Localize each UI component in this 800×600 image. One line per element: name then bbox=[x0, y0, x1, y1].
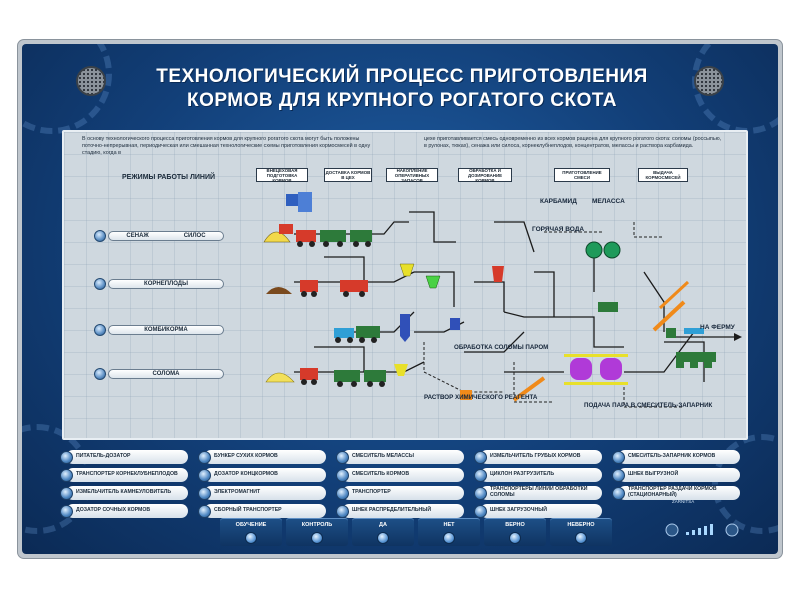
legend-feed-mixer[interactable]: СМЕСИТЕЛЬ КОРМОВ bbox=[336, 468, 464, 482]
yes-button[interactable]: ДА bbox=[352, 518, 414, 546]
mode-silage[interactable]: СЕНАЖ СИЛОС bbox=[94, 230, 224, 242]
mode-label: КОМБИКОРМА bbox=[144, 327, 188, 333]
button-led-icon bbox=[311, 532, 323, 544]
legend-loading-auger[interactable]: ШНЕК ЗАГРУЗОЧНЫЙ bbox=[474, 504, 602, 518]
button-led-icon bbox=[575, 532, 587, 544]
label-molasses: МЕЛАССА bbox=[592, 198, 625, 205]
legend-indicator-icon[interactable] bbox=[474, 468, 487, 482]
legend-indicator-icon[interactable] bbox=[198, 468, 211, 482]
label-straw-steam: ОБРАБОТКА СОЛОМЫ ПАРОМ bbox=[454, 344, 549, 351]
legend-indicator-icon[interactable] bbox=[198, 450, 211, 464]
volume-control[interactable] bbox=[662, 520, 742, 540]
legend-collecting-conveyor[interactable]: СБОРНЫЙ ТРАНСПОРТЕР bbox=[198, 504, 326, 518]
stage-processing: ОБРАБОТКА И ДОЗИРОВАНИЕ КОРМОВ bbox=[458, 168, 512, 183]
legend-concentrate-dispenser[interactable]: ДОЗАТОР КОНЦКОРМОВ bbox=[198, 468, 326, 482]
legend-indicator-icon[interactable] bbox=[612, 486, 625, 500]
correct-button[interactable]: ВЕРНО bbox=[484, 518, 546, 546]
process-diagram-panel: В основу технологического процесса приго… bbox=[62, 130, 748, 440]
mode-compound-feed[interactable]: КОМБИКОРМА bbox=[94, 324, 224, 336]
mode-label: СИЛОС bbox=[183, 233, 206, 239]
legend-cyclone-unloader[interactable]: ЦИКЛОН РАЗГРУЗИТЕЛЬ bbox=[474, 468, 602, 482]
control-button[interactable]: КОНТРОЛЬ bbox=[286, 518, 348, 546]
legend-indicator-icon[interactable] bbox=[336, 486, 349, 500]
button-led-icon bbox=[443, 532, 455, 544]
mode-label: СОЛОМА bbox=[152, 371, 180, 377]
legend-indicator-icon[interactable] bbox=[336, 468, 349, 482]
legend-indicator-icon[interactable] bbox=[60, 486, 73, 500]
legend-straw-line-conveyors[interactable]: ТРАНСПОРТЕРЫ ЛИНИИ ОБРАБОТКИ СОЛОМЫ bbox=[474, 486, 602, 500]
button-led-icon bbox=[509, 532, 521, 544]
training-button[interactable]: ОБУЧЕНИЕ bbox=[220, 518, 282, 546]
incorrect-button[interactable]: НЕВЕРНО bbox=[550, 518, 612, 546]
legend-feeder-dispenser[interactable]: ПИТАТЕЛЬ-ДОЗАТОР bbox=[60, 450, 188, 464]
page-title-line1: ТЕХНОЛОГИЧЕСКИЙ ПРОЦЕСС ПРИГОТОВЛЕНИЯ bbox=[156, 66, 648, 87]
stage-accumulation: НАКОПЛЕНИЕ ОПЕРАТИВНЫХ ЗАПАСОВ bbox=[386, 168, 438, 183]
stage-mixing: ПРИГОТОВЛЕНИЕ СМЕСИ bbox=[554, 168, 610, 182]
legend-indicator-icon[interactable] bbox=[198, 504, 211, 518]
legend-unloading-auger[interactable]: ШНЕК ВЫГРУЗНОЙ bbox=[612, 468, 740, 482]
legend-indicator-icon[interactable] bbox=[474, 450, 487, 464]
volume-up-icon[interactable] bbox=[725, 523, 739, 537]
legend-indicator-icon[interactable] bbox=[612, 450, 625, 464]
mode-root-crops[interactable]: КОРНЕПЛОДЫ bbox=[94, 278, 224, 290]
legend-indicator-icon[interactable] bbox=[60, 450, 73, 464]
label-steam-supply: ПОДАЧА ПАРА В СМЕСИТЕЛЬ-ЗАПАРНИК bbox=[584, 402, 713, 409]
legend-stone-catcher[interactable]: ИЗМЕЛЬЧИТЕЛЬ КАМНЕУЛОВИТЕЛЬ bbox=[60, 486, 188, 500]
page-title-line2: КОРМОВ ДЛЯ КРУПНОГО РОГАТОГО СКОТА bbox=[186, 90, 618, 111]
speaker-left bbox=[76, 66, 106, 96]
legend-indicator-icon[interactable] bbox=[474, 504, 487, 518]
gear-decoration bbox=[712, 434, 778, 534]
button-led-icon bbox=[377, 532, 389, 544]
legend-distribution-auger[interactable]: ШНЕК РАСПРЕДЕЛИТЕЛЬНЫЙ bbox=[336, 504, 464, 518]
mode-indicator-icon[interactable] bbox=[94, 278, 106, 290]
brand-logo: ZARNITSA bbox=[672, 499, 695, 504]
legend-distribution-conveyor[interactable]: ТРАНСПОРТЕР РАЗДАЧИ КОРМОВ (СТАЦИОНАРНЫЙ… bbox=[612, 486, 740, 500]
stage-delivery: ДОСТАВКА КОРМОВ В ЦЕХ bbox=[324, 168, 372, 182]
legend-roughage-grinder[interactable]: ИЗМЕЛЬЧИТЕЛЬ ГРУБЫХ КОРМОВ bbox=[474, 450, 602, 464]
legend-indicator-icon[interactable] bbox=[474, 486, 487, 500]
legend-indicator-icon[interactable] bbox=[198, 486, 211, 500]
legend-root-conveyor[interactable]: ТРАНСПОРТЕР КОРНЕКЛУБНЕПЛОДОВ bbox=[60, 468, 188, 482]
board-frame: ТЕХНОЛОГИЧЕСКИЙ ПРОЦЕСС ПРИГОТОВЛЕНИЯ КО… bbox=[18, 40, 782, 558]
legend-molasses-mixer[interactable]: СМЕСИТЕЛЬ МЕЛАССЫ bbox=[336, 450, 464, 464]
dashed-lines bbox=[423, 222, 684, 408]
stage-external-prep: ВНЕЦЕХОВАЯ ПОДГОТОВКА КОРМОВ bbox=[256, 168, 308, 183]
no-button[interactable]: НЕТ bbox=[418, 518, 480, 546]
mode-label: КОРНЕПЛОДЫ bbox=[144, 281, 188, 287]
label-urea: КАРБАМИД bbox=[540, 198, 577, 205]
legend-juicy-feed-dispenser[interactable]: ДОЗАТОР СОЧНЫХ КОРМОВ bbox=[60, 504, 188, 518]
process-schematic bbox=[263, 192, 742, 408]
legend-conveyor[interactable]: ТРАНСПОРТЕР bbox=[336, 486, 464, 500]
mode-indicator-icon[interactable] bbox=[94, 324, 106, 336]
mode-label: СЕНАЖ bbox=[126, 233, 149, 239]
legend-dry-feed-hopper[interactable]: БУНКЕР СУХИХ КОРМОВ bbox=[198, 450, 326, 464]
speaker-right bbox=[694, 66, 724, 96]
label-to-farm: НА ФЕРМУ bbox=[700, 324, 735, 331]
legend-indicator-icon[interactable] bbox=[60, 468, 73, 482]
control-bar: ОБУЧЕНИЕ КОНТРОЛЬ ДА НЕТ ВЕРНО НЕВЕРНО bbox=[220, 518, 612, 546]
equipment bbox=[263, 192, 716, 402]
description-right: цехе приготавливается смесь одновременно… bbox=[424, 136, 722, 149]
mode-indicator-icon[interactable] bbox=[94, 230, 106, 242]
label-hot-water: ГОРЯЧАЯ ВОДА bbox=[532, 226, 585, 233]
to-farm-arrow bbox=[672, 333, 742, 341]
legend-steamer-mixer[interactable]: СМЕСИТЕЛЬ-ЗАПАРНИК КОРМОВ bbox=[612, 450, 740, 464]
legend-indicator-icon[interactable] bbox=[612, 468, 625, 482]
label-chem-solution: РАСТВОР ХИМИЧЕСКОГО РЕАГЕНТА bbox=[424, 394, 538, 401]
description-left: В основу технологического процесса приго… bbox=[82, 136, 371, 156]
board: ТЕХНОЛОГИЧЕСКИЙ ПРОЦЕСС ПРИГОТОВЛЕНИЯ КО… bbox=[22, 44, 778, 554]
volume-down-icon[interactable] bbox=[665, 523, 679, 537]
legend-electromagnet[interactable]: ЭЛЕКТРОМАГНИТ bbox=[198, 486, 326, 500]
mode-indicator-icon[interactable] bbox=[94, 368, 106, 380]
legend-indicator-icon[interactable] bbox=[336, 450, 349, 464]
stage-output: ВЫДАЧА КОРМОСМЕСЕЙ bbox=[638, 168, 688, 182]
button-led-icon bbox=[245, 532, 257, 544]
modes-title: РЕЖИМЫ РАБОТЫ ЛИНИЙ bbox=[122, 174, 216, 181]
mode-straw[interactable]: СОЛОМА bbox=[94, 368, 224, 380]
legend-indicator-icon[interactable] bbox=[60, 504, 73, 518]
legend-indicator-icon[interactable] bbox=[336, 504, 349, 518]
